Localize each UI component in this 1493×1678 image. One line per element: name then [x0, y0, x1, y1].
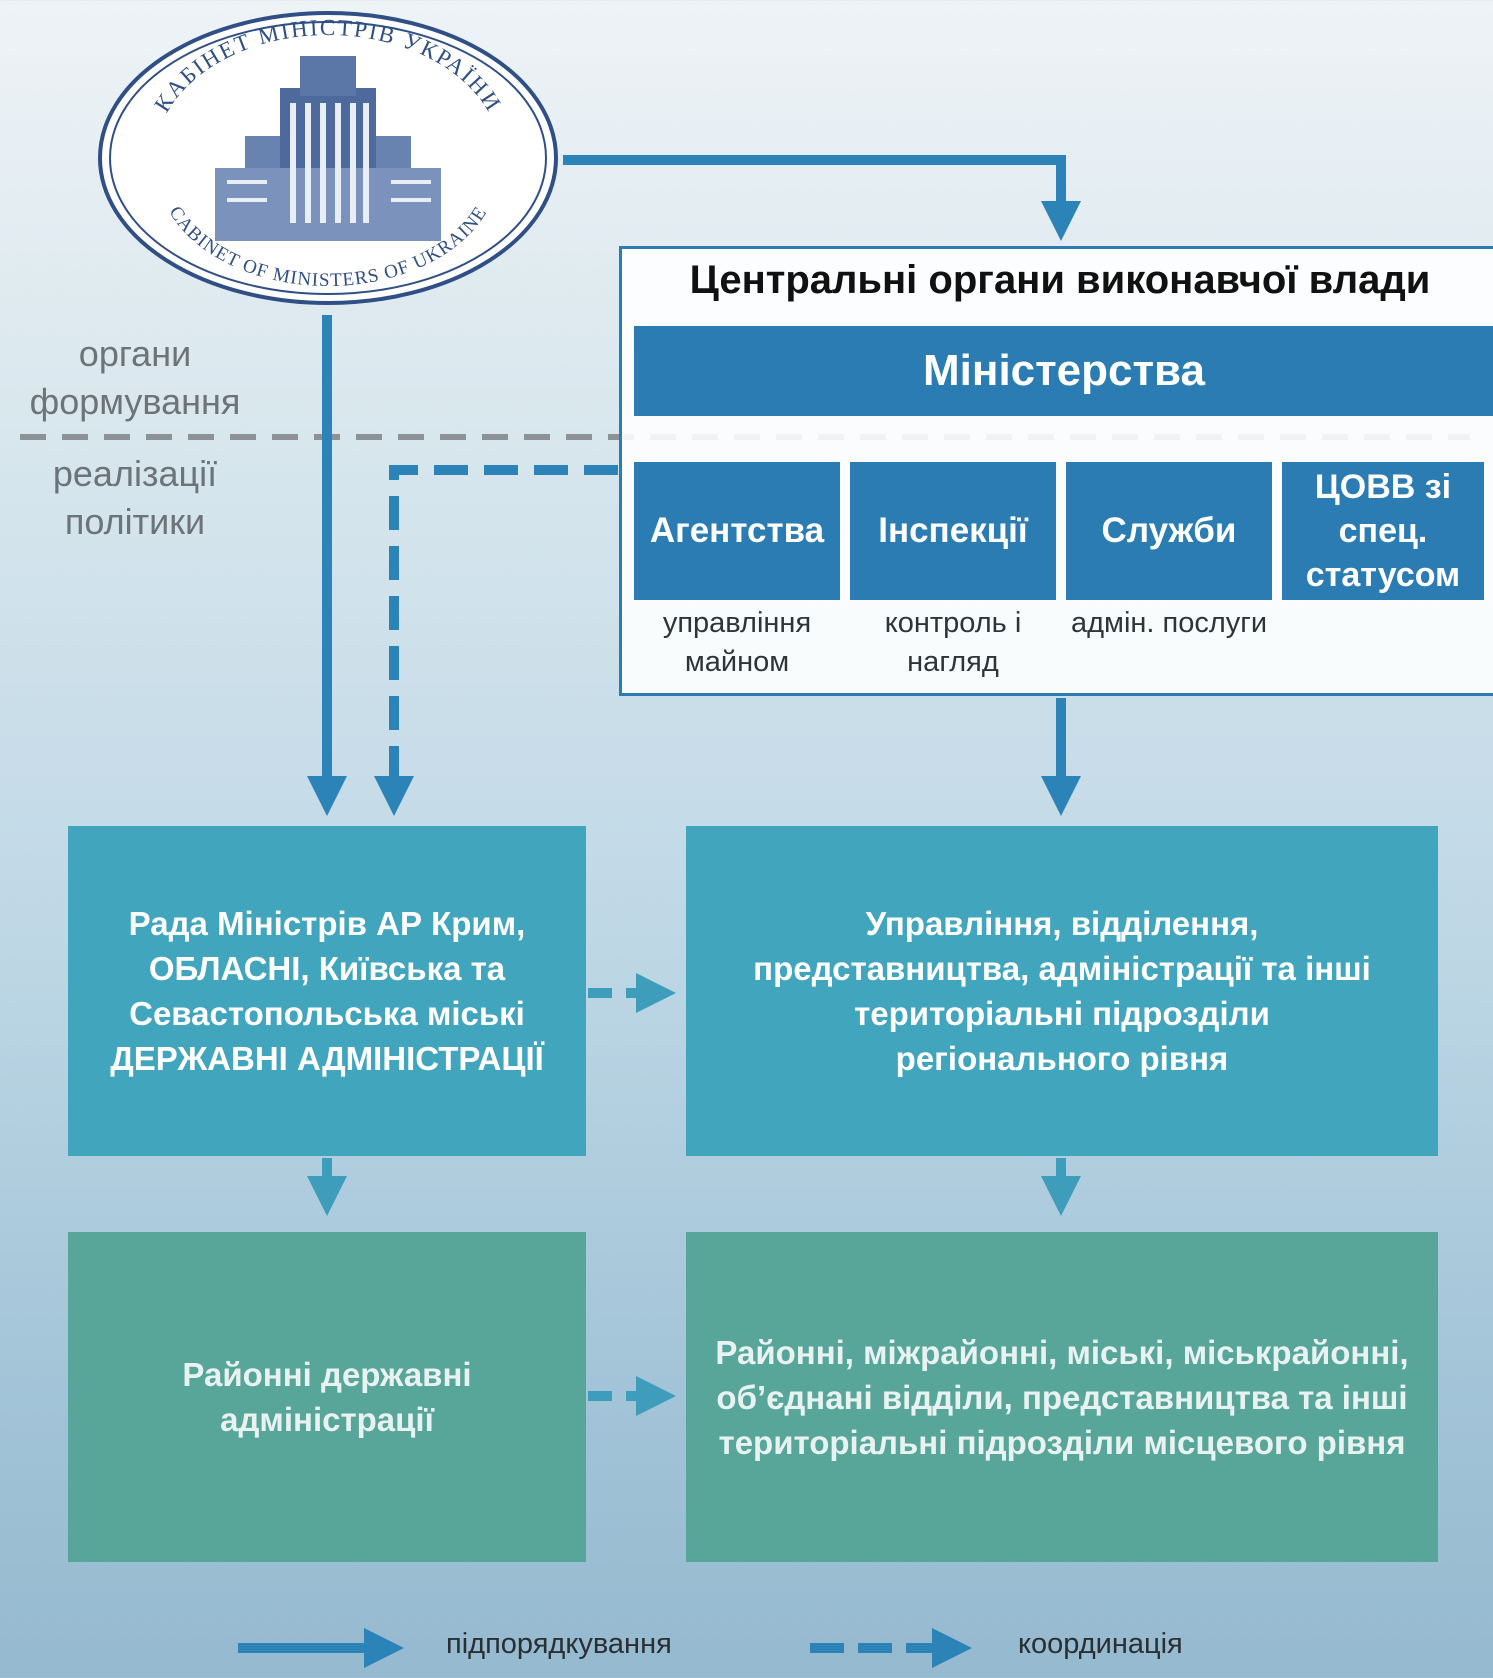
seal-to-central-arrow [563, 155, 1081, 241]
agencies-box: Агентства [634, 462, 840, 600]
regional-administrations-box: Рада Міністрів АР Крим, ОБЛАСНІ, Київськ… [68, 826, 586, 1156]
policy-formation-label: органи формування [29, 333, 241, 422]
policy-implementation-label: реалізації політики [52, 453, 218, 542]
special-status-bodies-box: ЦОВВ зі спец. статусом [1282, 462, 1484, 600]
services-caption: адмін. послуги [1070, 607, 1268, 639]
central-bodies-title: Центральні органи виконавчої влади [689, 258, 1431, 302]
district-administrations-box: Районні державні адміністрації [68, 1232, 586, 1562]
central-to-regional-coordination-arrow [374, 465, 618, 816]
cabinet-seal-logo: КАБІНЕТ МІНІСТРІВ УКРАЇНИ CABINET OF MIN… [98, 11, 558, 305]
regional-territorial-units-box: Управління, відділення, представництва, … [686, 826, 1438, 1156]
local-territorial-units-box: Районні, міжрайонні, міські, міськрайонн… [686, 1232, 1438, 1562]
inspections-caption: контроль і нагляд [884, 607, 1022, 678]
ministries-box: Міністерства [634, 326, 1493, 416]
agencies-caption: управління майном [662, 607, 812, 678]
legend-coordination-label: координація [1018, 1628, 1183, 1660]
legend-subordination-label: підпорядкування [446, 1628, 672, 1660]
government-building-icon [215, 56, 441, 241]
services-box: Служби [1066, 462, 1272, 600]
inspections-box: Інспекції [850, 462, 1056, 600]
